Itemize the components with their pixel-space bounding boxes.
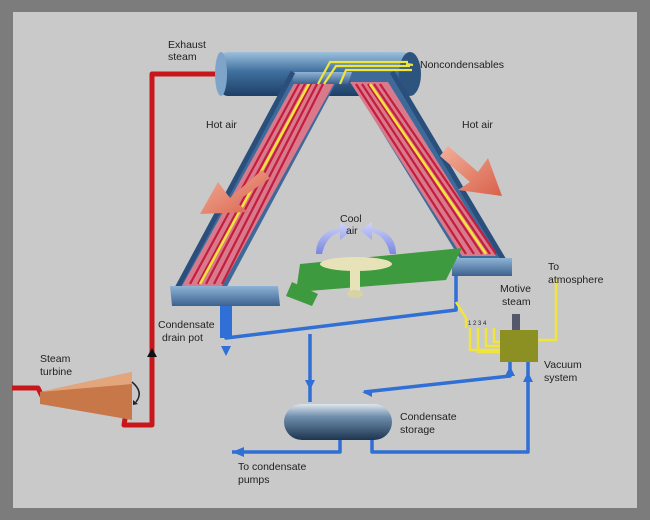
condensate-drain-pot-label-2: drain pot bbox=[162, 332, 203, 344]
condensate-storage-label-1: Condensate bbox=[400, 411, 457, 423]
to-condensate-pumps-label-1: To condensate bbox=[238, 461, 306, 473]
steam-turbine bbox=[40, 372, 140, 420]
condensate-flow-arrows-icon bbox=[221, 346, 533, 457]
cool-air-label-1: Cool bbox=[340, 213, 362, 225]
hot-air-arrow-right-icon bbox=[440, 146, 502, 196]
cool-air-arrow-right-icon bbox=[360, 222, 396, 254]
steam-flow-arrow-icon bbox=[147, 348, 157, 357]
condensate-storage-tank bbox=[284, 404, 392, 440]
cool-air-arrow-left-icon bbox=[316, 222, 352, 254]
motive-steam-label-1: Motive bbox=[500, 283, 531, 295]
exhaust-steam-label-1: Exhaust bbox=[168, 39, 206, 51]
to-condensate-pumps-label-2: pumps bbox=[238, 474, 270, 486]
vacuum-system bbox=[454, 280, 558, 362]
hot-air-right-label: Hot air bbox=[462, 119, 493, 131]
condensate-drain-pot-label-1: Condensate bbox=[158, 319, 215, 331]
to-atmosphere-label-1: To bbox=[548, 261, 559, 273]
cool-air-label-2: air bbox=[346, 225, 358, 237]
stage-numbers-label: 1 2 3 4 bbox=[468, 321, 487, 327]
steam-turbine-label-2: turbine bbox=[40, 366, 72, 378]
motive-steam-label-2: steam bbox=[502, 296, 531, 308]
to-atmosphere-label-2: atmosphere bbox=[548, 274, 604, 286]
hot-air-left-label: Hot air bbox=[206, 119, 237, 131]
noncondensables-label: Noncondensables bbox=[420, 59, 504, 71]
condensate-storage-label-2: storage bbox=[400, 424, 435, 436]
fan-deck bbox=[286, 248, 462, 306]
drain-pot bbox=[220, 306, 232, 338]
exhaust-steam-label-2: steam bbox=[168, 51, 197, 63]
steam-turbine-label-1: Steam bbox=[40, 353, 71, 365]
hot-air-arrow-left-icon bbox=[200, 170, 270, 214]
vacuum-system-label-2: system bbox=[544, 372, 578, 384]
noncondensable-lines bbox=[317, 60, 414, 85]
vacuum-system-label-1: Vacuum bbox=[544, 359, 582, 371]
